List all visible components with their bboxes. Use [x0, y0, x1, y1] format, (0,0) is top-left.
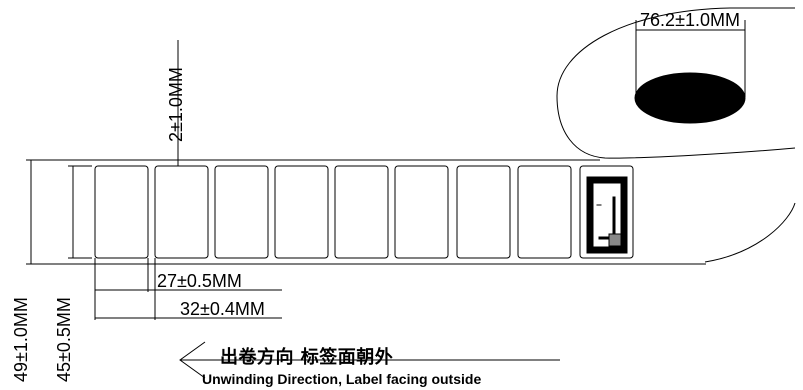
label-4	[274, 165, 329, 259]
unwind-direction-chinese: 出卷方向 标签面朝外	[220, 347, 394, 368]
unwind-direction-english: Unwinding Direction, Label facing outsid…	[202, 371, 482, 387]
label-gap-label: 2±1.0MM	[166, 67, 186, 142]
label-1	[94, 165, 149, 259]
label-6	[394, 165, 449, 259]
label-3	[214, 165, 269, 259]
roll-core	[634, 72, 746, 124]
label-5	[334, 165, 389, 259]
liner-width-label: 49±1.0MM	[11, 297, 31, 382]
label-width-label: 27±0.5MM	[157, 271, 242, 291]
label-pitch-label: 32±0.4MM	[180, 299, 265, 319]
label-2	[154, 165, 209, 259]
core-diameter-label: 76.2±1.0MM	[640, 10, 740, 30]
roll-outer-edge	[556, 7, 796, 159]
label-8	[517, 165, 572, 259]
label-height-label: 45±0.5MM	[54, 297, 74, 382]
label-7	[456, 165, 511, 259]
roll-outer-edge-bottom	[704, 202, 796, 263]
unwind-arrow-head	[179, 341, 206, 379]
rfid-antenna-icon	[586, 176, 628, 254]
